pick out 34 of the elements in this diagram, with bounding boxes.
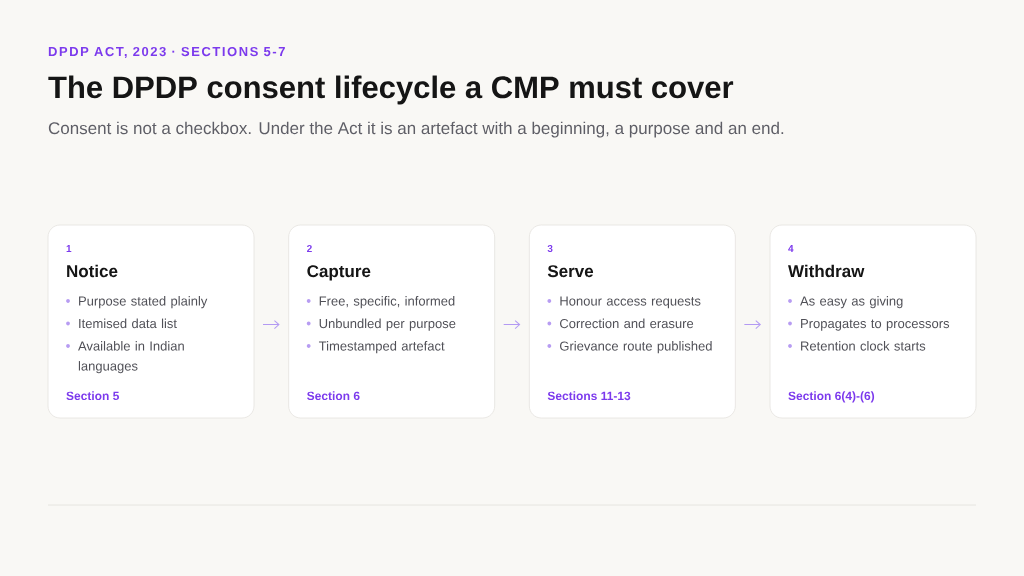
section-reference: Section 6 xyxy=(307,391,360,401)
bullet-text: Retention clock starts xyxy=(801,341,926,351)
card-heading: Notice xyxy=(67,264,118,278)
section-reference: Section 6(4)-(6) xyxy=(788,391,875,403)
arrow xyxy=(503,320,521,329)
step-number: 4 xyxy=(788,245,794,252)
bullet-text: As easy as giving xyxy=(800,296,903,309)
bullet-text: Correction and erasure xyxy=(560,318,694,329)
arrow xyxy=(262,320,280,329)
card xyxy=(288,224,496,419)
card-heading: Serve xyxy=(547,265,594,278)
card xyxy=(769,224,977,419)
eyebrow-text: DPDP ACT, 2023 · SECTIONS 5-7 xyxy=(48,46,285,58)
card xyxy=(47,224,255,419)
step-number: 3 xyxy=(547,245,553,253)
step-number: 1 xyxy=(66,245,72,252)
bullet-text: Unbundled per purpose xyxy=(319,318,456,331)
bullet-text: Available in Indian languages xyxy=(78,341,184,374)
bullet-text: Grievance route published xyxy=(560,341,712,354)
card xyxy=(528,224,736,419)
bullet-text: Free, specific, informed xyxy=(319,296,455,309)
arrow xyxy=(743,320,761,329)
bullet-text: Honour access requests xyxy=(560,296,701,309)
title: The DPDP consent lifecycle a CMP must cover xyxy=(48,75,734,105)
section-reference: Section 5 xyxy=(66,391,119,401)
bullet-text: Propagates to processors xyxy=(801,319,950,331)
bullet-text: Purpose stated plainly xyxy=(79,296,208,309)
bullet-text: Itemised data list xyxy=(79,318,177,329)
card-heading: Capture xyxy=(307,265,371,281)
section-reference: Sections 11-13 xyxy=(547,391,631,401)
subtitle: Consent is not a checkbox. Under the Act it is an artefact with a beginning, a purpose and an end. xyxy=(48,121,784,138)
bullet-text: Timestamped artefact xyxy=(319,341,445,354)
card-heading: Withdraw xyxy=(788,264,865,278)
step-number: 2 xyxy=(307,245,312,252)
